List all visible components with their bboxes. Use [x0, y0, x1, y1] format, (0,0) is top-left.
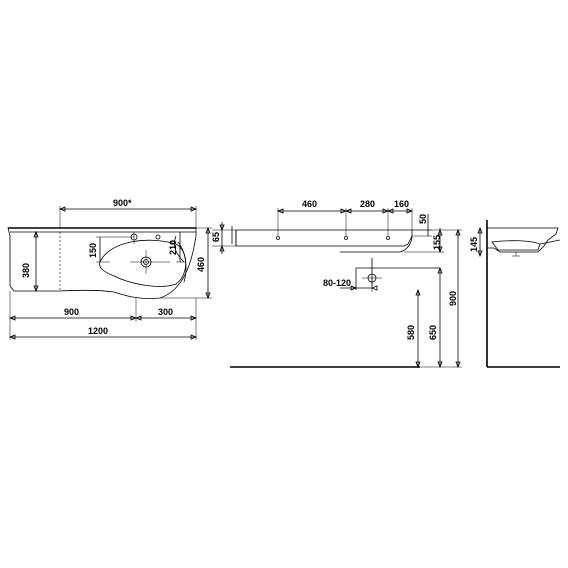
- dim-650: 650: [428, 325, 438, 340]
- dim-900-star: 900*: [113, 198, 132, 208]
- basin-outline: [7, 227, 197, 299]
- bowl-outline: [99, 239, 187, 287]
- dim-460: 460: [196, 257, 206, 272]
- top-view: 900* 380 150 210 460 900 300: [7, 198, 212, 340]
- front-slab: [235, 229, 413, 247]
- dim-460-front: 460: [302, 199, 317, 209]
- dim-280: 280: [360, 199, 375, 209]
- dim-80-120: 80-120: [323, 278, 351, 288]
- dim-900-height: 900: [448, 291, 458, 306]
- dim-65: 65: [211, 232, 221, 242]
- dim-380: 380: [21, 263, 31, 278]
- dim-160: 160: [394, 199, 409, 209]
- dim-50: 50: [418, 214, 428, 224]
- dim-300: 300: [158, 307, 173, 317]
- dim-145: 145: [469, 237, 479, 252]
- side-basin-profile: [487, 227, 559, 253]
- mount-hole-icon: [276, 236, 280, 240]
- front-view: 65 460 280 160 50 155: [211, 199, 462, 369]
- dim-150: 150: [88, 243, 98, 258]
- dim-155: 155: [432, 235, 442, 250]
- side-view: 145: [469, 220, 561, 368]
- dim-580: 580: [406, 325, 416, 340]
- dim-900-bottom: 900: [64, 307, 79, 317]
- dim-210: 210: [168, 240, 178, 255]
- dim-1200: 1200: [88, 326, 108, 336]
